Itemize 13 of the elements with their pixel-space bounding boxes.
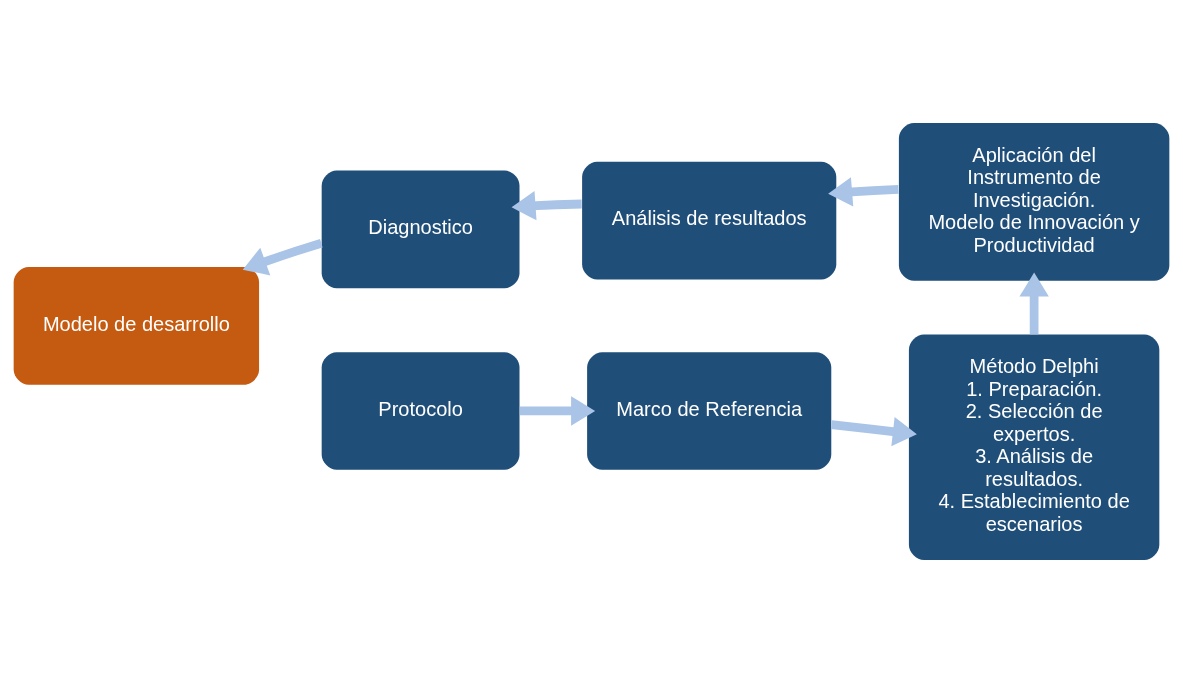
- node-box: Modelo de desarrollo: [13, 267, 260, 385]
- arrow: [519, 396, 596, 426]
- arrow: [511, 190, 582, 221]
- node-box: Análisis de resultados: [582, 161, 837, 280]
- node-box: Aplicación del Instrumento de Investigación. Modelo de Innovación y Productividad: [898, 123, 1170, 281]
- arrow: [1019, 272, 1049, 335]
- arrow: [242, 239, 323, 276]
- arrow: [830, 416, 917, 447]
- node-box: Diagnostico: [321, 170, 520, 289]
- node-box: Método Delphi 1. Preparación. 2. Selección de expertos. 3. Análisis de resultados. 4. Establecimiento de escenarios: [908, 334, 1160, 560]
- arrow: [828, 177, 899, 207]
- node-box: Protocolo: [321, 352, 520, 470]
- node-box: Marco de Referencia: [587, 352, 832, 470]
